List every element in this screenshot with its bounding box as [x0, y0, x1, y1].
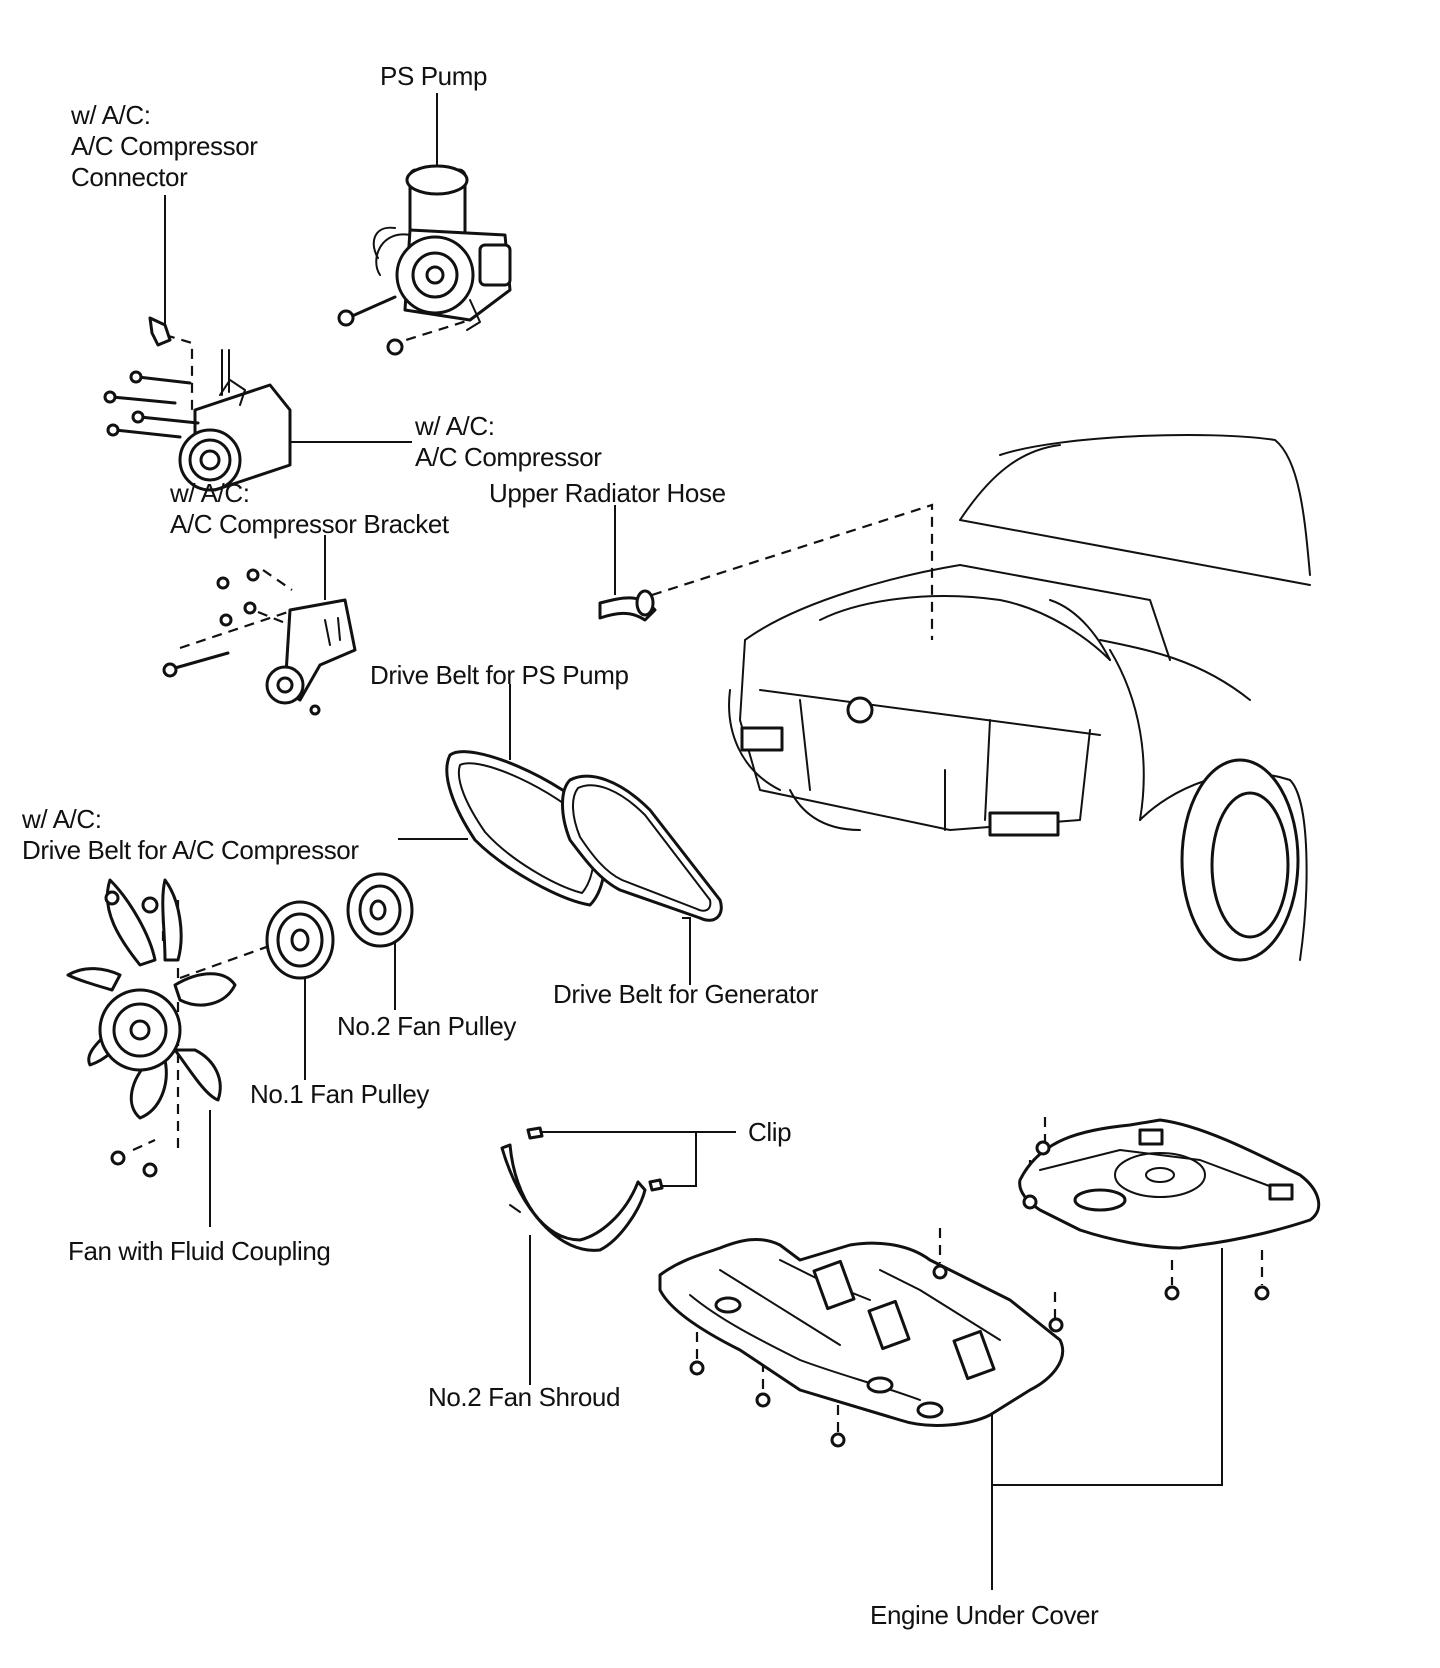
- ac-bracket-drawing: [162, 568, 357, 716]
- label-line: A/C Compressor: [415, 442, 602, 472]
- label-engine-under-cover: Engine Under Cover: [870, 1600, 1099, 1630]
- label-line: w/ A/C:: [170, 478, 250, 508]
- label-no2-fan-shroud: No.2 Fan Shroud: [428, 1382, 621, 1412]
- fan-drawing: [66, 878, 237, 1178]
- ac-connector-drawing: [148, 316, 172, 347]
- vehicle-front-drawing: [728, 434, 1311, 962]
- label-fan-fluid-coupling: Fan with Fluid Coupling: [68, 1236, 331, 1266]
- fan-shroud-drawing: [500, 1126, 664, 1252]
- ac-compressor-drawing: [103, 349, 292, 492]
- ps-pump-drawing: [337, 164, 512, 356]
- label-upper-radiator-hose: Upper Radiator Hose: [489, 478, 726, 508]
- label-ac-compressor-bracket: w/ A/C: A/C Compressor Bracket: [170, 478, 449, 540]
- engine-under-cover-drawing: [658, 1118, 1321, 1448]
- label-line: Connector: [71, 162, 188, 192]
- label-drive-belt-ps-pump: Drive Belt for PS Pump: [370, 660, 629, 690]
- label-drive-belt-ac-compressor: w/ A/C: Drive Belt for A/C Compressor: [22, 804, 359, 866]
- label-line: A/C Compressor Bracket: [170, 509, 449, 539]
- label-clip: Clip: [748, 1117, 792, 1147]
- label-drive-belt-generator: Drive Belt for Generator: [553, 979, 818, 1009]
- upper-radiator-hose-drawing: [598, 589, 657, 622]
- label-line: Drive Belt for A/C Compressor: [22, 835, 359, 865]
- drive-belts-drawing: [445, 750, 723, 922]
- leader-lines: [164, 93, 1223, 1590]
- label-ac-compressor-connector: w/ A/C: A/C Compressor Connector: [71, 100, 258, 193]
- label-line: w/ A/C:: [71, 100, 151, 130]
- label-no2-fan-pulley: No.2 Fan Pulley: [337, 1011, 516, 1041]
- label-ac-compressor: w/ A/C: A/C Compressor: [415, 411, 602, 473]
- label-no1-fan-pulley: No.1 Fan Pulley: [250, 1079, 429, 1109]
- label-ps-pump: PS Pump: [380, 61, 488, 91]
- label-line: w/ A/C:: [22, 804, 102, 834]
- label-line: w/ A/C:: [415, 411, 495, 441]
- pulleys-drawing: [265, 872, 414, 980]
- label-line: A/C Compressor: [71, 131, 258, 161]
